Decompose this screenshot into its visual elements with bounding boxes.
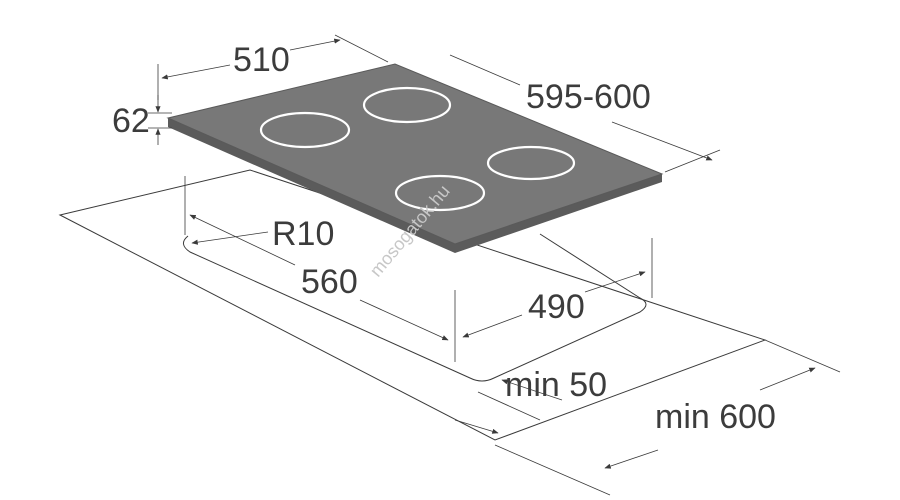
dim-510-label: 510 xyxy=(233,41,290,79)
burner-ring-back xyxy=(362,86,452,124)
dim-595-600-label: 595-600 xyxy=(526,78,651,116)
dim-595-600: 595-600 xyxy=(449,54,721,173)
burner-ring-right xyxy=(486,145,576,181)
hob-side xyxy=(168,118,662,253)
dim-min-50: min 50 xyxy=(454,366,607,434)
dim-min-600: min 600 xyxy=(494,339,841,496)
dim-r10-label: R10 xyxy=(272,215,334,253)
hob-top xyxy=(166,63,664,245)
burner-ring-left xyxy=(259,111,351,149)
dim-62-label: 62 xyxy=(112,102,150,140)
dim-560: 560 xyxy=(189,214,456,362)
dim-490-label: 490 xyxy=(528,288,585,326)
cutout-outline xyxy=(183,233,647,382)
dim-560-label: 560 xyxy=(301,263,358,301)
dim-min-600-label: min 600 xyxy=(655,398,776,436)
dim-62: 62 xyxy=(112,95,172,145)
burner-ring-front xyxy=(394,174,486,212)
dim-490: 490 xyxy=(462,238,653,338)
dim-510: 510 xyxy=(157,34,389,100)
dim-r10: R10 xyxy=(184,176,334,253)
hob xyxy=(166,63,664,253)
dim-min-50-label: min 50 xyxy=(505,366,607,404)
